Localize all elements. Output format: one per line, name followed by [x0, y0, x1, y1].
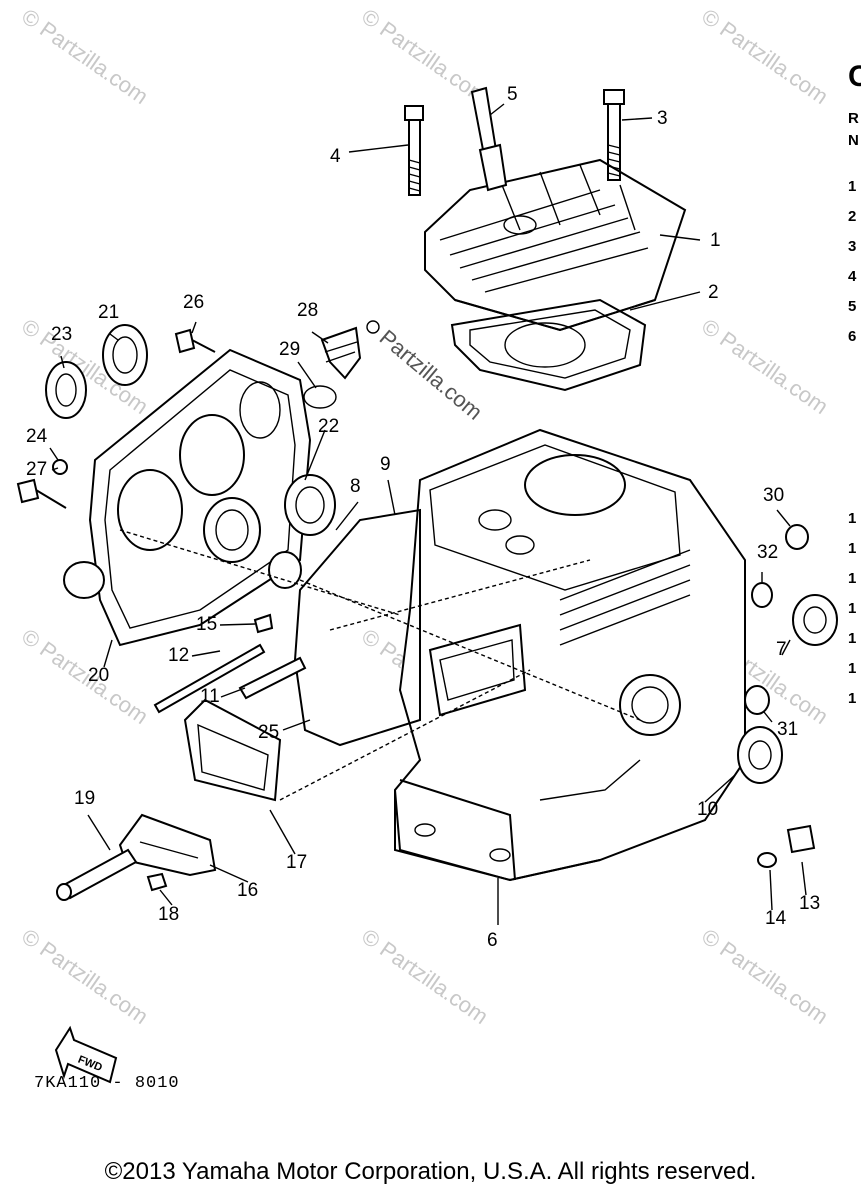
leader-lines [49, 103, 807, 925]
ref-number: 5 [848, 298, 857, 315]
ref-number: 1 [848, 600, 857, 617]
cover-bolts [16, 328, 216, 509]
cylinder-head [424, 158, 687, 332]
callout-19: 19 [74, 788, 95, 809]
crankcase [393, 428, 746, 882]
callout-30: 30 [763, 485, 784, 506]
callout-17: 17 [286, 852, 307, 873]
callout-20: 20 [88, 665, 109, 686]
bearings [203, 474, 336, 589]
spark-plug [470, 86, 508, 192]
oil-plug [303, 320, 380, 409]
callout-31: 31 [777, 719, 798, 740]
callout-23: 23 [51, 324, 72, 345]
ref-number: 1 [848, 540, 857, 557]
watermark-text: © Partzilla.com [357, 924, 493, 1030]
column-label: R [848, 110, 859, 127]
callout-8: 8 [350, 476, 361, 497]
callout-27: 27 [26, 459, 47, 480]
callout-28: 28 [297, 300, 318, 321]
callout-7: 7 [776, 639, 787, 660]
ref-number: 1 [848, 630, 857, 647]
copyright-notice: ©2013 Yamaha Motor Corporation, U.S.A. A… [104, 1158, 757, 1185]
callout-26: 26 [183, 292, 204, 313]
callout-3: 3 [657, 108, 668, 129]
ref-number: 3 [848, 238, 857, 255]
crankcase-cover [63, 348, 312, 647]
callout-24: 24 [26, 426, 48, 447]
ref-number: 1 [848, 570, 857, 587]
callout-22: 22 [318, 416, 339, 437]
callout-9: 9 [380, 454, 391, 475]
ref-number: 4 [848, 268, 857, 285]
head-bolts [404, 89, 625, 196]
side-parts [737, 524, 838, 868]
callout-2: 2 [708, 282, 719, 303]
ref-number: 1 [848, 660, 857, 677]
callout-18: 18 [158, 904, 179, 925]
callout-1: 1 [710, 230, 721, 251]
callout-16: 16 [237, 880, 258, 901]
callout-10: 10 [697, 799, 718, 820]
ref-number: 6 [848, 328, 857, 345]
ref-number: 1 [848, 510, 857, 527]
callout-21: 21 [98, 302, 119, 323]
callout-12: 12 [168, 645, 189, 666]
column-label: N [848, 132, 859, 149]
callout-13: 13 [799, 893, 820, 914]
callout-29: 29 [279, 339, 300, 360]
ref-number: 1 [848, 178, 857, 195]
breather-assembly [56, 698, 282, 901]
watermark-text: © Partzilla.com [697, 924, 833, 1030]
callout-25: 25 [258, 722, 279, 743]
callout-5: 5 [507, 84, 518, 105]
ref-number: 1 [848, 690, 857, 707]
callout-15: 15 [196, 614, 217, 635]
oil-seals [45, 324, 148, 419]
studs-and-dowels [153, 613, 307, 714]
watermark-text: © Partzilla.com [17, 924, 153, 1030]
table-header-char: C [848, 60, 861, 93]
diagram-part-code: 7KA110 - 8010 [34, 1074, 180, 1093]
watermark-text: © Partzilla.com [17, 4, 153, 110]
callout-numbers: 1234567891011121314151617181920212223242… [26, 84, 820, 951]
callout-4: 4 [330, 146, 341, 167]
callout-11: 11 [200, 686, 220, 707]
callout-32: 32 [757, 542, 778, 563]
watermark-text: © Partzilla.com [697, 4, 833, 110]
fwd-arrow-icon: FWD [54, 1025, 118, 1084]
head-gasket [450, 298, 647, 392]
cover-gasket [293, 508, 421, 747]
watermark-text: © Partzilla.com [697, 314, 833, 420]
callout-14: 14 [765, 908, 787, 929]
ref-number: 2 [848, 208, 857, 225]
callout-6: 6 [487, 930, 498, 951]
